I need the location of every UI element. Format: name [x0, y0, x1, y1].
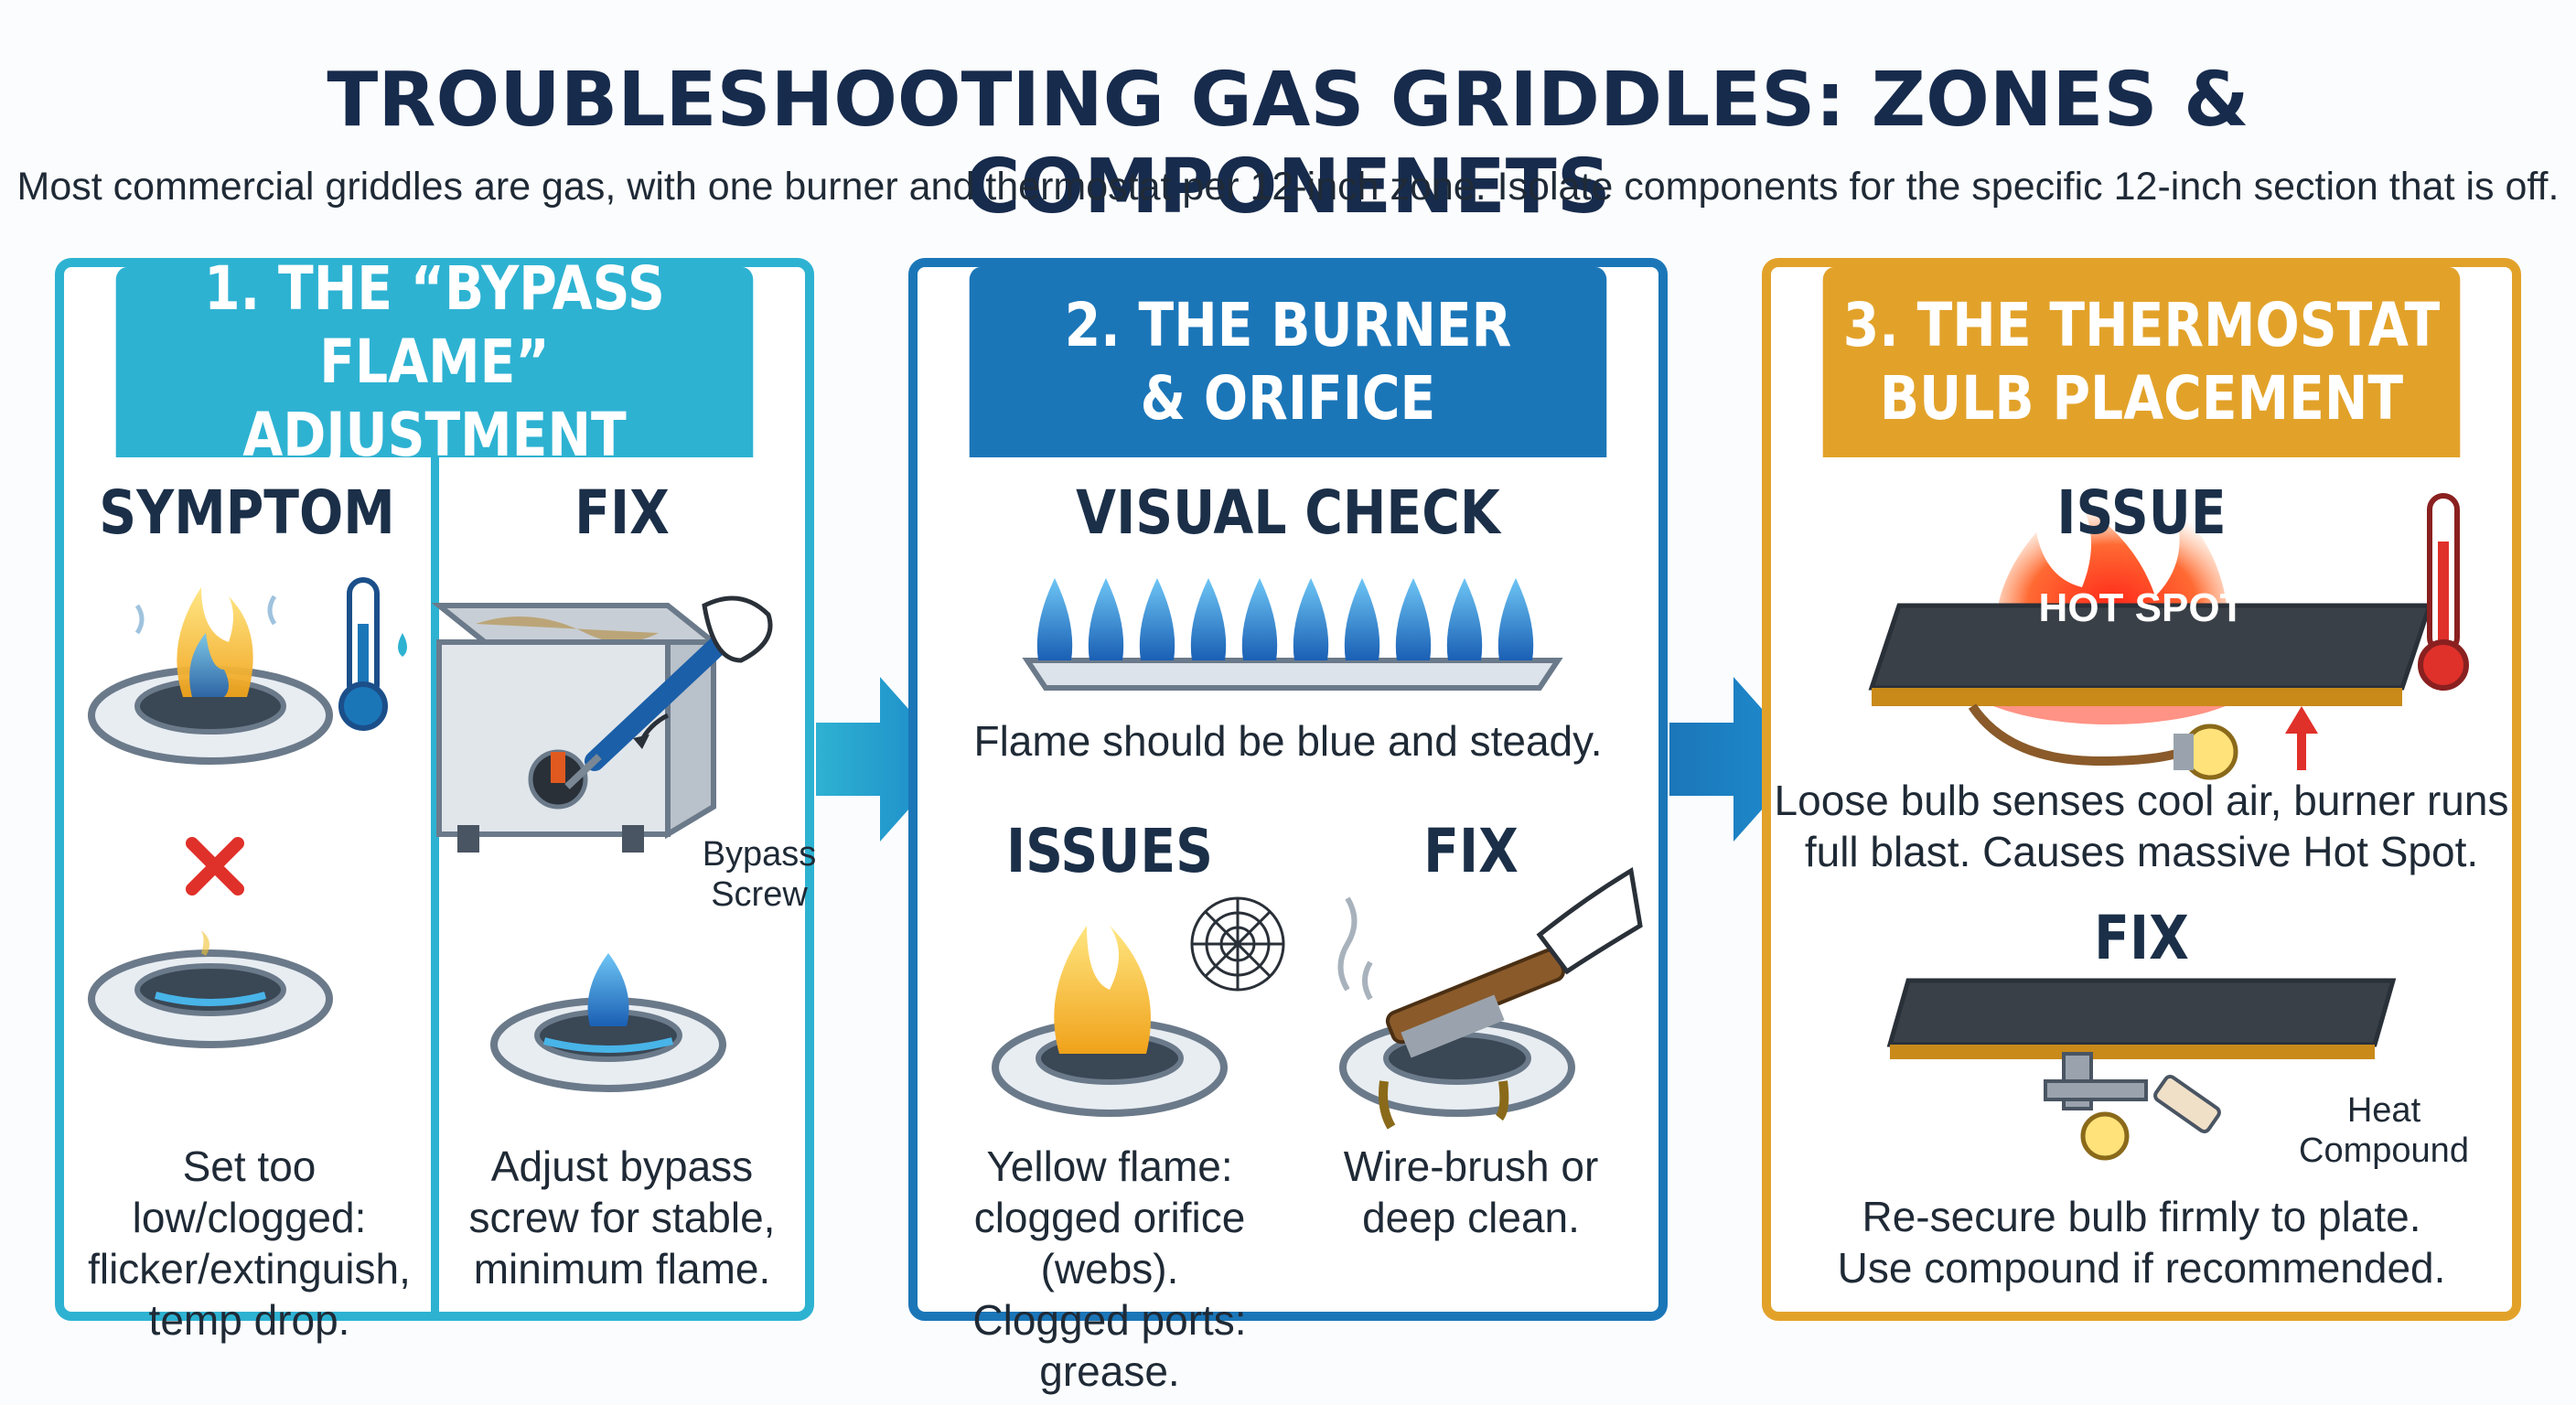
flow-arrow-1 — [816, 677, 953, 842]
bypass-screw-callout: Bypass Screw — [702, 835, 817, 914]
bypass-flame-panel: 1. THE “BYPASS FLAME” ADJUSTMENT SYMPTOM… — [55, 253, 816, 1344]
visual-check-label: VISUAL CHECK — [1076, 477, 1500, 548]
page-title: TROUBLESHOOTING GAS GRIDDLES: ZONES & CO… — [327, 57, 2249, 231]
loose-bulb-icon — [1968, 703, 2238, 780]
panel-heading: 3. THE THERMOSTAT BULB PLACEMENT — [1822, 267, 2461, 457]
callout-arrow-icon — [633, 713, 670, 749]
blue-flame — [1088, 578, 1124, 660]
thermometer-hot-icon — [2418, 493, 2469, 691]
panel-divider — [431, 457, 439, 1312]
yellow-flame-burner — [992, 926, 1228, 1117]
issue-label: ISSUE — [2056, 477, 2227, 548]
issues-label: ISSUES — [1005, 816, 1214, 886]
griddle-plate-icon — [1868, 603, 2433, 706]
blue-flames-icon — [1036, 578, 1534, 660]
fix-description: Re-secure bulb firmly to plate. Use comp… — [1837, 1193, 2446, 1292]
blue-flame-row-illustration — [1022, 578, 1563, 691]
fix-label: FIX — [2094, 903, 2189, 973]
weak-flame-burner — [88, 930, 333, 1048]
blue-flame — [1395, 578, 1432, 660]
visual-check-description: Flame should be blue and steady. — [973, 717, 1603, 765]
thermostat-bulb-panel: 3. THE THERMOSTAT BULB PLACEMENT ISSUE H… — [1762, 258, 2521, 1321]
flow-arrow-2 — [1669, 677, 1807, 842]
fix-label: FIX — [574, 477, 670, 548]
hot-spot-label: HOT SPOT — [2038, 585, 2245, 630]
symptom-illustration — [88, 577, 407, 1048]
thermometer-cold-icon — [338, 577, 407, 731]
spider-web-icon — [1190, 896, 1285, 992]
symptom-label: SYMPTOM — [99, 477, 395, 548]
fix-description: Adjust bypass screw for stable, minimum … — [468, 1142, 776, 1292]
panel-heading: 1. THE “BYPASS FLAME” ADJUSTMENT — [115, 253, 754, 470]
issues-description: Yellow flame: clogged orifice (webs). Cl… — [972, 1142, 1247, 1395]
fix-description: Wire-brush or deep clean. — [1343, 1142, 1599, 1241]
secured-bulb-icon — [2080, 1111, 2130, 1161]
issue-description: Loose bulb senses cool air, burner runs … — [1774, 777, 2509, 875]
bulb-clamp-illustration — [1886, 978, 2397, 1161]
wire-brush-illustration — [1337, 866, 1643, 1130]
error-x-icon — [186, 837, 244, 896]
burner-cleaning-icon — [1339, 1018, 1575, 1130]
clamp-icon — [2044, 1052, 2148, 1110]
griddle-plate-icon — [1886, 978, 2397, 1059]
blue-flame — [1036, 578, 1073, 660]
burner-orifice-panel: 2. THE BURNER & ORIFICE VISUAL CHECK Fla… — [908, 258, 1668, 1395]
hand-icon — [1536, 866, 1643, 975]
blue-flame — [1497, 578, 1534, 660]
griddle-adjust-illustration — [431, 595, 773, 1092]
griddle-icon — [431, 603, 722, 853]
blue-flame — [1139, 578, 1175, 660]
blue-flame — [1446, 578, 1483, 660]
blue-flame — [1241, 578, 1278, 660]
blue-flame-burner — [490, 953, 726, 1092]
blue-flame — [1190, 578, 1227, 660]
panel-heading: 2. THE BURNER & ORIFICE — [969, 267, 1607, 457]
blue-flame — [1293, 578, 1329, 660]
hot-spot-illustration — [1868, 493, 2469, 780]
screwdriver-hand-icon — [564, 595, 773, 789]
page-subtitle: Most commercial griddles are gas, with o… — [16, 165, 2560, 209]
fix-label: FIX — [1423, 816, 1519, 886]
symptom-description: Set too low/clogged: flicker/extinguish,… — [88, 1142, 411, 1344]
yellow-flame-burner-illustration — [992, 896, 1285, 1117]
up-arrow-icon — [2285, 706, 2318, 770]
heat-compound-callout: Heat Compound — [2299, 1091, 2469, 1170]
steam-icon — [1337, 896, 1373, 1001]
flickering-flame-burner — [88, 587, 333, 765]
compound-tube-icon — [2153, 1074, 2221, 1134]
wire-brush-icon — [1385, 948, 1566, 1058]
burner-bar-icon — [1022, 658, 1563, 691]
blue-flame — [1344, 578, 1380, 660]
